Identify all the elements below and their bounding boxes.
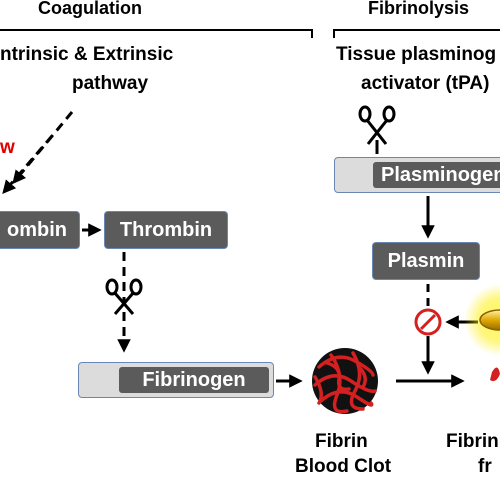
prothrombin-label: ombin [0,215,76,245]
fibrin-degradation-label-line2: fr [478,456,492,477]
pathway-dashed-arrow-2 [2,135,54,195]
scissors-icon [105,278,143,315]
plasminogen-label: Plasminogen [373,162,500,188]
fibrin-fragment-icon [490,367,500,382]
thrombin-label: Thrombin [108,215,224,245]
pathway-label-line1: ntrinsic & Extrinsic [0,44,174,65]
inhibit-icon [414,308,442,336]
fibrin-clot-label-line1: Fibrin [315,431,368,452]
fibrin-degradation-label-line1: Fibrin [446,431,499,452]
red-label-fragment: w [0,137,15,158]
thrombin-box: Thrombin [104,211,228,249]
fibrin-clot-label-line2: Blood Clot [295,456,392,477]
plasminogen-box: Plasminogen [334,157,500,193]
plasmin-box: Plasmin [372,242,480,280]
tpa-label-line2: activator (tPA) [361,73,490,94]
drug-capsule-icon [464,284,500,356]
fibrinolysis-bracket [333,29,500,38]
coagulation-bracket [0,29,313,38]
plasmin-label: Plasmin [376,246,476,276]
pathway-dashed-arrow-1 [12,111,74,185]
scissors-icon [358,105,396,145]
fibrinogen-label: Fibrinogen [119,367,269,393]
fibrin-clot-icon [312,348,378,414]
pathway-label-line2: pathway [72,73,149,94]
fibrinogen-box: Fibrinogen [78,362,274,398]
coagulation-header: Coagulation [38,0,142,18]
tpa-label-line1: Tissue plasminog [336,44,497,65]
fibrinolysis-header: Fibrinolysis [368,0,470,18]
prothrombin-box: ombin [0,211,80,249]
